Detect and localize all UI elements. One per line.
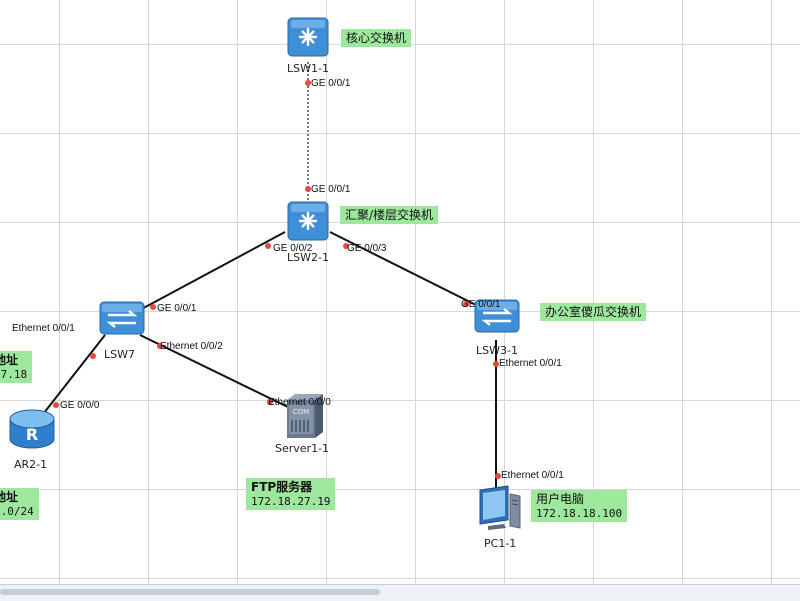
note-ftp-ip: 172.18.27.19 — [251, 495, 331, 508]
note-user-title: 用户电脑 — [536, 492, 585, 506]
port-dot-ar2 — [53, 402, 59, 408]
port-dot-lsw2-left — [265, 243, 271, 249]
port-dot-server — [267, 399, 273, 405]
switch-lsw1-1[interactable] — [283, 16, 333, 60]
note-left-top-title: 地址 — [0, 353, 19, 367]
port-label-lsw3-down: Ethernet 0/0/1 — [499, 358, 562, 369]
port-dot-lsw1-down — [305, 80, 311, 86]
device-label-ar2: AR2-1 — [14, 458, 48, 471]
scrollbar-thumb[interactable] — [0, 589, 380, 595]
device-label-lsw1: LSW1-1 — [287, 62, 329, 75]
device-label-pc: PC1-1 — [484, 537, 517, 550]
note-office-switch[interactable]: 办公室傻瓜交换机 — [540, 303, 647, 321]
note-left-bottom-title: 地址 — [0, 490, 19, 504]
port-dot-lsw3-down — [493, 361, 499, 367]
switch-lsw2-1[interactable] — [283, 200, 333, 244]
device-label-lsw3: LSW3-1 — [476, 344, 518, 357]
server-1-1[interactable]: COM — [281, 392, 327, 438]
port-label-lsw7-left: Ethernet 0/0/1 — [12, 323, 75, 334]
l2-switch-icon — [99, 301, 145, 335]
note-left-bottom-value: 1.0/24 — [0, 505, 34, 518]
port-label-lsw1-down: GE 0/0/1 — [311, 78, 351, 89]
note-left-bottom[interactable]: 地址 1.0/24 — [0, 488, 39, 520]
note-aggregation-switch[interactable]: 汇聚/楼层交换机 — [340, 206, 439, 224]
port-label-ar2: GE 0/0/0 — [60, 400, 100, 411]
port-dot-lsw7-right — [157, 343, 163, 349]
server-face-text: COM — [293, 408, 309, 416]
note-left-top[interactable]: 地址 27.18 — [0, 351, 33, 383]
server-icon: COM — [287, 394, 323, 438]
pc-icon — [479, 485, 521, 530]
horizontal-scrollbar[interactable] — [0, 584, 800, 601]
device-label-lsw2: LSW2-1 — [287, 251, 329, 264]
note-ftp-title: FTP服务器 — [251, 480, 313, 494]
switch-lsw7[interactable] — [96, 298, 148, 340]
note-user-pc[interactable]: 用户电脑 172.18.18.100 — [531, 490, 628, 522]
router-icon: R — [9, 409, 55, 449]
port-dot-lsw7-up — [150, 304, 156, 310]
l3-switch-icon — [287, 17, 329, 57]
links-layer — [39, 62, 501, 488]
pc-1-1[interactable] — [474, 484, 524, 534]
port-label-lsw7-up: GE 0/0/1 — [157, 303, 197, 314]
port-dot-lsw2-up — [305, 186, 311, 192]
note-user-ip: 172.18.18.100 — [536, 507, 623, 520]
note-ftp-server[interactable]: FTP服务器 172.18.27.19 — [246, 478, 336, 510]
switch-lsw3-1[interactable] — [471, 296, 523, 338]
note-core-switch[interactable]: 核心交换机 — [341, 29, 412, 47]
port-dot-lsw3-up — [463, 301, 469, 307]
router-ar2-1[interactable]: R — [6, 405, 58, 453]
port-label-lsw2-right: GE 0/0/3 — [347, 243, 387, 254]
device-label-server: Server1-1 — [275, 442, 330, 455]
l3-switch-icon — [287, 201, 329, 241]
note-left-top-value: 27.18 — [0, 368, 28, 381]
link-lsw2-lsw7[interactable] — [124, 231, 286, 319]
device-label-lsw7: LSW7 — [104, 348, 135, 361]
port-label-lsw3-up: GE 0/0/1 — [461, 299, 501, 310]
port-label-pc: Ethernet 0/0/1 — [501, 470, 564, 481]
port-label-server: Ethernet 0/0/0 — [268, 397, 331, 408]
port-label-lsw2-up: GE 0/0/1 — [311, 184, 351, 195]
port-label-lsw2-left: GE 0/0/2 — [273, 243, 313, 254]
l2-switch-icon — [474, 299, 520, 333]
port-dot-lsw2-right — [343, 243, 349, 249]
link-lsw2-lsw3[interactable] — [329, 231, 491, 313]
link-lsw7-server[interactable] — [139, 334, 291, 409]
topology-canvas[interactable]: LSW1-1 LSW2-1 LSW7 LSW3-1 R A — [0, 0, 800, 584]
port-dot-lsw7-left — [90, 353, 96, 359]
link-lsw7-ar2[interactable] — [39, 334, 106, 419]
port-dot-pc — [495, 473, 501, 479]
svg-text:R: R — [26, 425, 38, 444]
port-label-lsw7-right: Ethernet 0/0/2 — [160, 341, 223, 352]
